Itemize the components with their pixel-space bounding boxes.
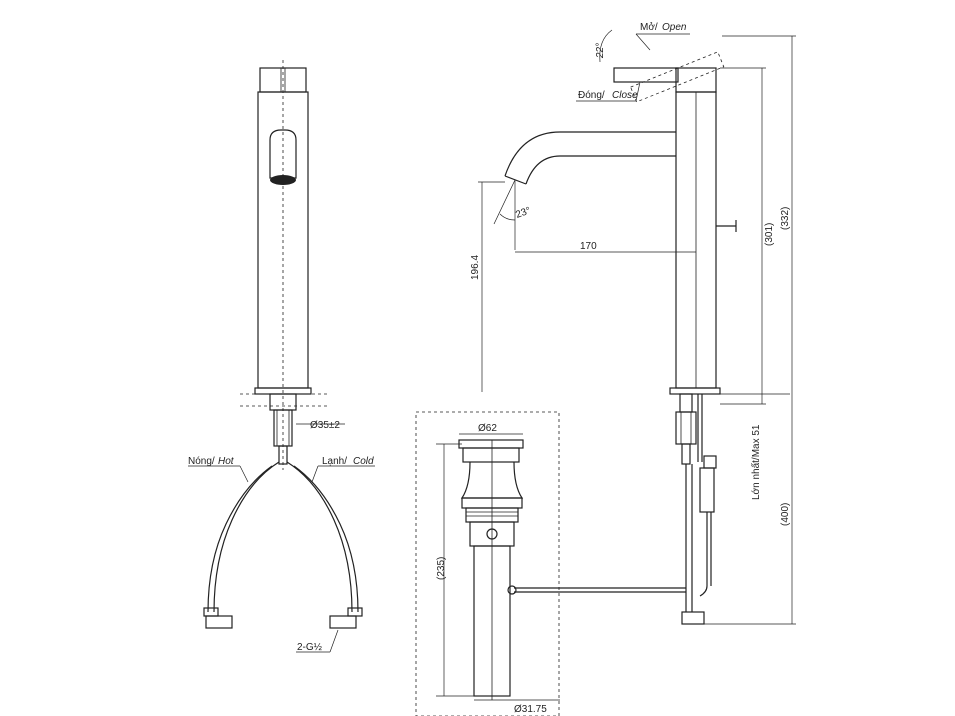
cold-fitting xyxy=(329,615,357,629)
spout-angle-label: 23° xyxy=(514,205,532,221)
max-thickness-label: Lớn nhất/Max 51 xyxy=(750,424,762,500)
front-view: Ø35±2 Nóng/ Hot Lạnh/ Cold 2-G½ xyxy=(188,60,375,653)
lever-closed xyxy=(613,67,679,83)
front-spout-outlet xyxy=(269,129,297,179)
cold-label: Lạnh/ xyxy=(322,456,347,467)
drain-view: Ø62 (235) Ø31.75 xyxy=(415,411,560,716)
cold-label-en: Cold xyxy=(353,456,374,467)
hot-label-en: Hot xyxy=(218,456,235,467)
open-label: Mở/ xyxy=(640,21,658,33)
lever-open xyxy=(630,51,725,103)
hot-hose xyxy=(213,461,280,613)
close-label: Đóng/ xyxy=(578,90,605,101)
body-height-label: (301) xyxy=(764,223,775,246)
drain-length-label: (235) xyxy=(436,557,447,580)
side-spout xyxy=(504,131,676,177)
supply-length-label: (400) xyxy=(780,503,791,526)
close-label-en: Close xyxy=(612,90,638,101)
hot-label: Nóng/ xyxy=(188,456,215,467)
base-diameter-label: Ø35±2 xyxy=(310,420,340,431)
cold-hose xyxy=(286,461,353,613)
drain-flange xyxy=(458,439,524,449)
hose-clamp xyxy=(703,455,717,469)
side-view: 23° 170 196.4 Mở/ Open Đóng/ Close 22° (… xyxy=(470,21,796,625)
spout-height-label: 196.4 xyxy=(470,255,481,280)
thread-label: 2-G½ xyxy=(297,642,323,653)
open-label-en: Open xyxy=(662,22,687,33)
drain-pipe-diameter-label: Ø31.75 xyxy=(514,704,547,715)
drain-top-diameter-label: Ø62 xyxy=(478,423,497,434)
drain-box xyxy=(415,411,560,716)
spout-reach-label: 170 xyxy=(580,241,597,252)
hot-fitting xyxy=(205,615,233,629)
total-height-label: (332) xyxy=(780,207,791,230)
lever-angle-label: 22° xyxy=(595,43,606,59)
